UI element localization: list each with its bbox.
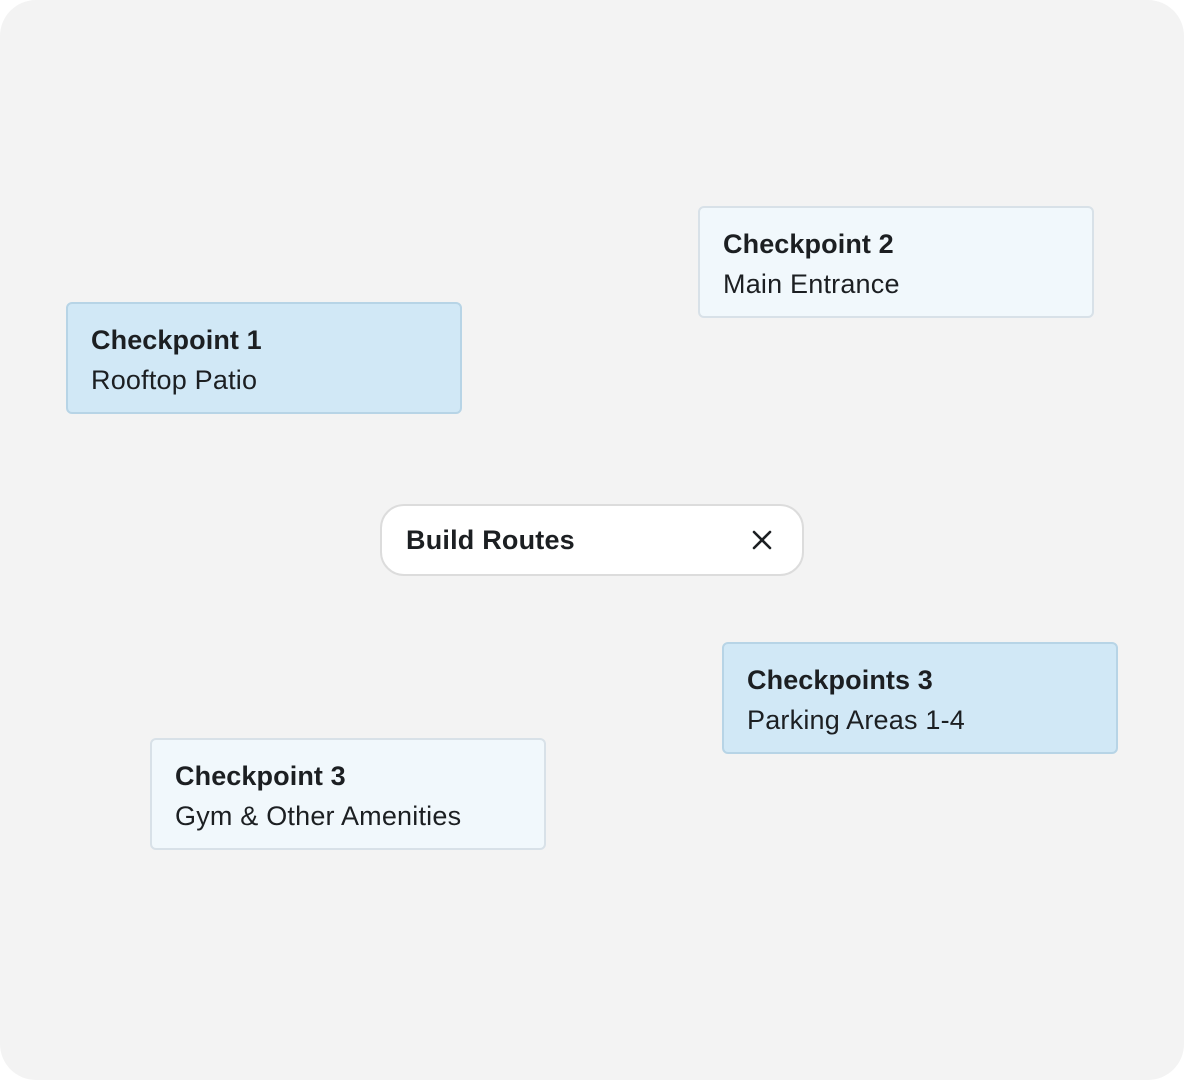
build-routes-chip: Build Routes xyxy=(380,504,804,576)
checkpoint-location: Rooftop Patio xyxy=(91,365,258,395)
checkpoint-location: Parking Areas 1-4 xyxy=(747,705,966,735)
checkpoint-title: Checkpoint 2 xyxy=(723,229,894,259)
checkpoint-card-parking-areas[interactable]: Checkpoints 3 Parking Areas 1-4 xyxy=(722,642,1118,754)
close-icon xyxy=(752,530,772,550)
checkpoint-title: Checkpoints 3 xyxy=(747,665,933,695)
close-button[interactable] xyxy=(744,522,780,558)
checkpoint-card-gym-amenities[interactable]: Checkpoint 3 Gym & Other Amenities xyxy=(150,738,546,850)
checkpoint-card-rooftop-patio[interactable]: Checkpoint 1 Rooftop Patio xyxy=(66,302,462,414)
checkpoint-title: Checkpoint 1 xyxy=(91,325,262,355)
checkpoint-title: Checkpoint 3 xyxy=(175,761,346,791)
checkpoint-location: Gym & Other Amenities xyxy=(175,801,462,831)
checkpoint-card-main-entrance[interactable]: Checkpoint 2 Main Entrance xyxy=(698,206,1094,318)
build-routes-label: Build Routes xyxy=(406,524,575,555)
checkpoint-location: Main Entrance xyxy=(723,269,900,299)
